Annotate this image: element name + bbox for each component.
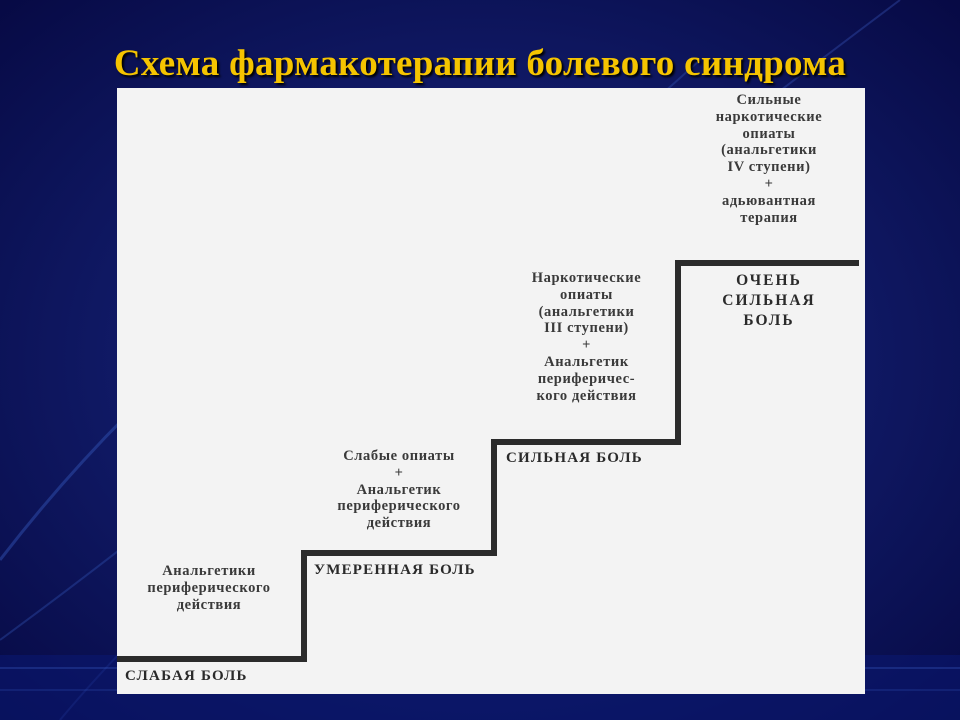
slide-title: Схема фармакотерапии болевого синдрома [113, 43, 847, 84]
step-3-treatment: Наркотические опиаты (анальгетики III ст… [531, 270, 642, 404]
staircase-diagram: Анальгетики периферического действия СЛА… [117, 88, 865, 694]
step-2-pain-level: УМЕРЕННАЯ БОЛЬ [314, 562, 476, 578]
step-3-pain-level: СИЛЬНАЯ БОЛЬ [506, 450, 643, 466]
step-4-treatment: Сильные наркотические опиаты (анальгетик… [715, 92, 823, 226]
step-1-treatment: Анальгетики периферического действия [147, 563, 271, 613]
step-1-pain-level: СЛАБАЯ БОЛЬ [125, 668, 248, 684]
step-2-treatment: Слабые опиаты + Анальгетик периферическо… [337, 448, 461, 532]
step-4-pain-level: ОЧЕНЬ СИЛЬНАЯ БОЛЬ [722, 272, 816, 329]
staircase-line [117, 260, 859, 662]
